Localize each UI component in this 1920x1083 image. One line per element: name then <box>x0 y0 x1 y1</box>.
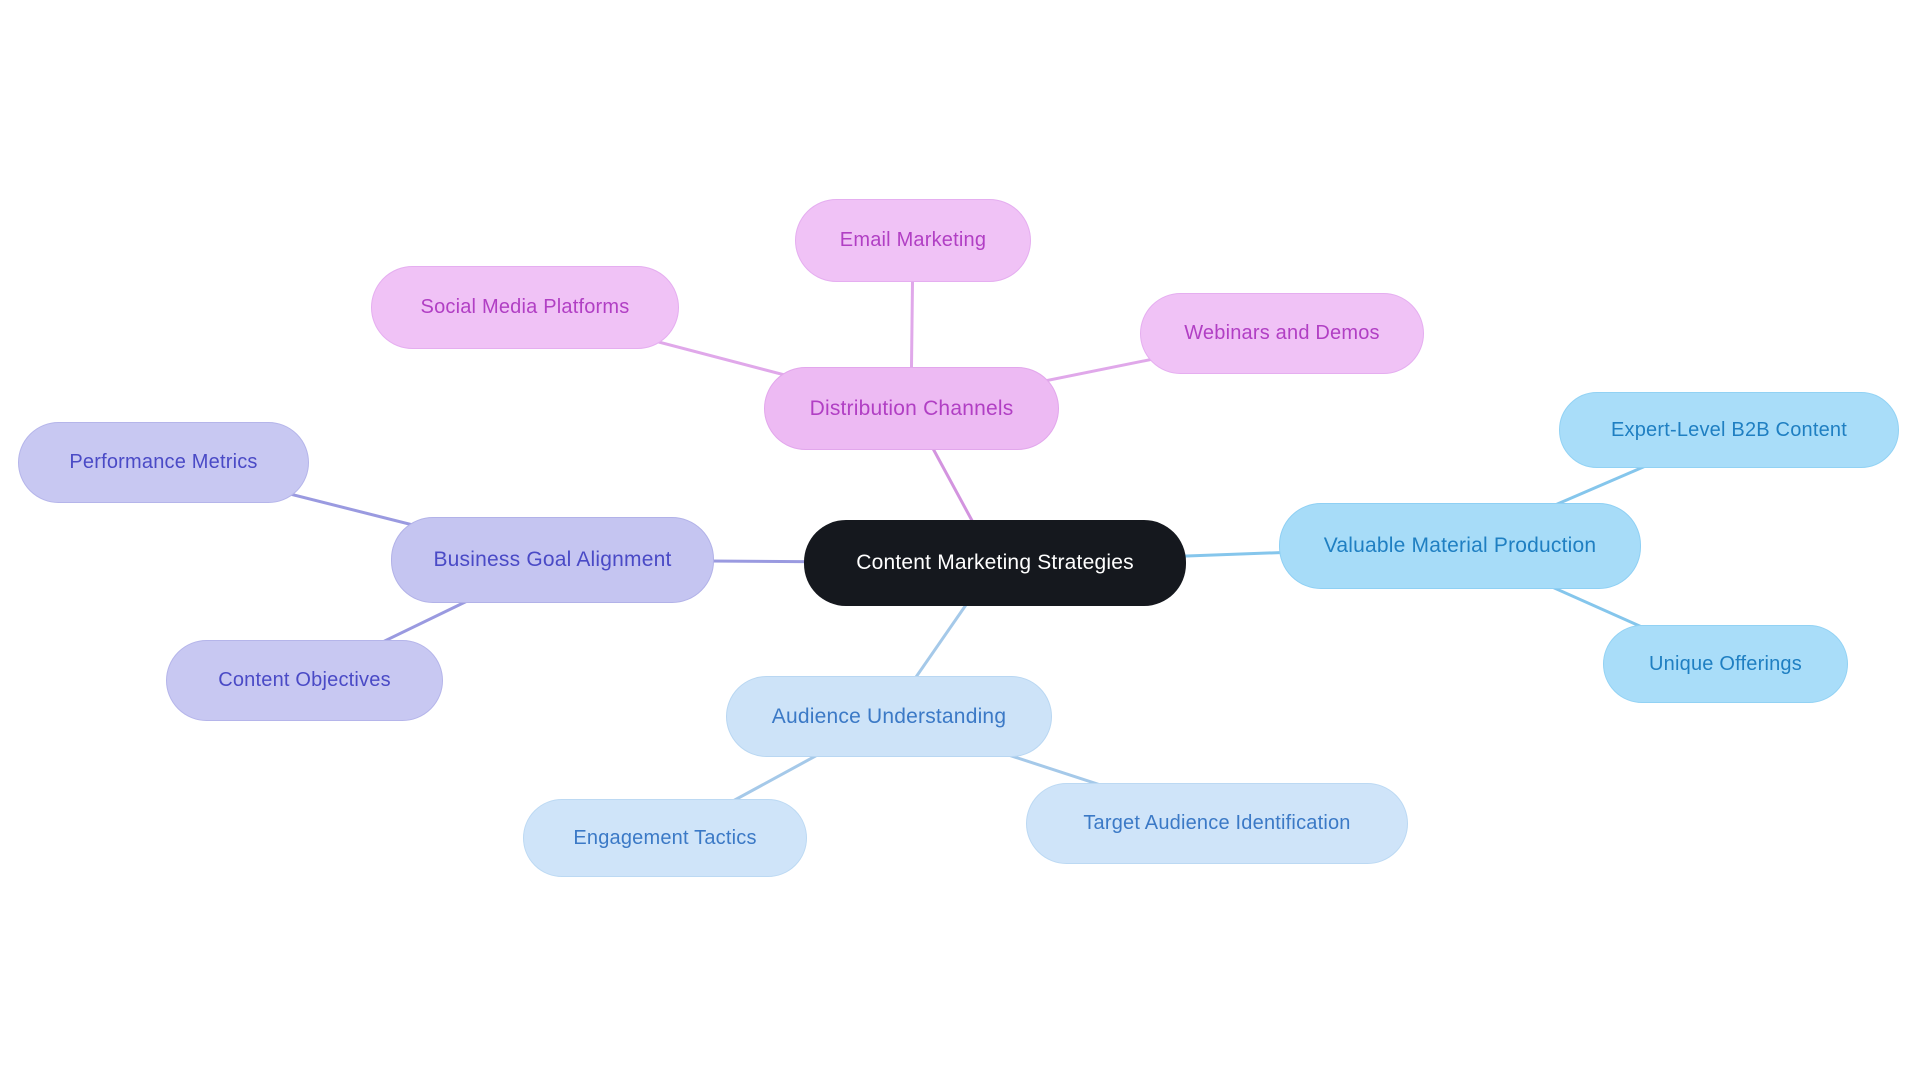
node-performance-metrics[interactable]: Performance Metrics <box>18 422 309 503</box>
node-label: Content Marketing Strategies <box>856 551 1134 574</box>
node-label: Social Media Platforms <box>420 296 630 318</box>
node-target-audience-identification[interactable]: Target Audience Identification <box>1026 783 1408 864</box>
node-valuable-material-production[interactable]: Valuable Material Production <box>1279 503 1641 589</box>
node-label: Email Marketing <box>839 229 987 251</box>
node-engagement-tactics[interactable]: Engagement Tactics <box>523 799 807 877</box>
node-label: Unique Offerings <box>1649 652 1802 675</box>
node-email-marketing[interactable]: Email Marketing <box>795 199 1031 282</box>
node-label: Expert-Level B2B Content <box>1610 418 1848 441</box>
node-expert-level-b2b-content[interactable]: Expert-Level B2B Content <box>1559 392 1899 468</box>
node-label: Business Goal Alignment <box>433 548 672 571</box>
node-unique-offerings[interactable]: Unique Offerings <box>1603 625 1848 703</box>
node-webinars-and-demos[interactable]: Webinars and Demos <box>1140 293 1424 374</box>
node-business-goal-alignment[interactable]: Business Goal Alignment <box>391 517 714 603</box>
node-content-marketing-strategies[interactable]: Content Marketing Strategies <box>804 520 1186 606</box>
node-label: Engagement Tactics <box>573 826 757 849</box>
node-label: Performance Metrics <box>69 451 258 473</box>
node-social-media-platforms[interactable]: Social Media Platforms <box>371 266 679 349</box>
node-label: Audience Understanding <box>771 704 1007 728</box>
node-audience-understanding[interactable]: Audience Understanding <box>726 676 1052 757</box>
node-label: Valuable Material Production <box>1323 534 1597 557</box>
node-label: Webinars and Demos <box>1184 322 1380 344</box>
node-distribution-channels[interactable]: Distribution Channels <box>764 367 1059 450</box>
node-label: Distribution Channels <box>809 396 1014 420</box>
node-content-objectives[interactable]: Content Objectives <box>166 640 443 721</box>
node-label: Content Objectives <box>218 669 391 691</box>
node-label: Target Audience Identification <box>1083 812 1351 834</box>
